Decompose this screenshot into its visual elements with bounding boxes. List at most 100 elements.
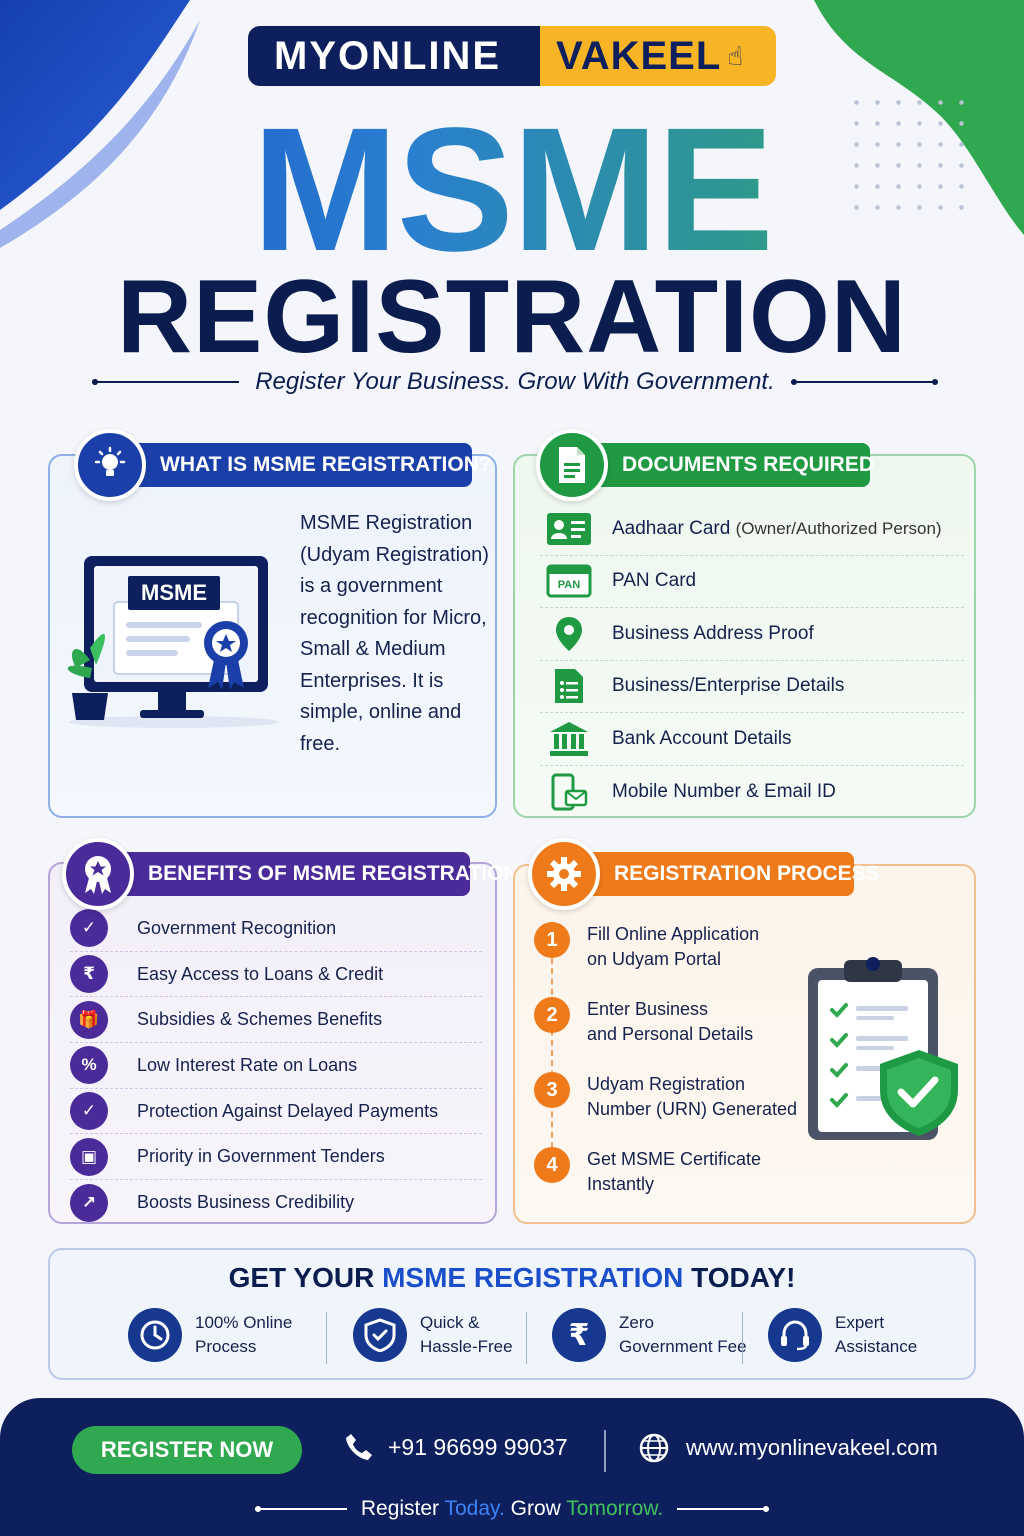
list-item: ✓Protection Against Delayed Payments	[70, 1089, 482, 1135]
step-number: 3	[534, 1072, 570, 1108]
document-label: Business/Enterprise Details	[612, 675, 845, 697]
phone-contact[interactable]: +91 96699 99037	[344, 1432, 568, 1462]
shield-check-icon	[353, 1308, 407, 1362]
clipboard-checklist-icon	[808, 957, 958, 1140]
bank-icon	[540, 721, 598, 757]
step-line2: and Personal Details	[587, 1024, 754, 1044]
feature-line1: Expert	[835, 1313, 885, 1332]
phone-icon	[346, 1434, 372, 1460]
slogan-divider-right	[677, 1506, 770, 1512]
what-is-heading: WHAT IS MSME REGISTRATION?	[122, 443, 492, 487]
hero-title-msme: MSME	[0, 100, 1024, 280]
list-item: Aadhaar Card (Owner/Authorized Person)	[540, 503, 964, 556]
benefits-heading: BENEFITS OF MSME REGISTRATION	[110, 852, 519, 896]
step-line2: Instantly	[587, 1174, 655, 1194]
briefcase-icon: ▣	[70, 1137, 108, 1176]
feature-divider	[742, 1312, 743, 1364]
percent-icon: %	[70, 1046, 108, 1085]
benefits-header: BENEFITS OF MSME REGISTRATION	[62, 838, 519, 910]
globe-icon	[639, 1433, 669, 1463]
document-label: Aadhaar Card (Owner/Authorized Person)	[612, 518, 942, 540]
slogan-divider-left	[254, 1506, 347, 1512]
id-card-icon	[540, 512, 598, 546]
shield-check-icon: ✓	[70, 909, 108, 948]
process-heading: REGISTRATION PROCESS	[576, 852, 880, 896]
list-item: ▣Priority in Government Tenders	[70, 1134, 482, 1181]
feature-divider	[326, 1312, 327, 1364]
step-number: 4	[534, 1147, 570, 1183]
brand-logo-part1: MYONLINE	[248, 26, 540, 86]
document-label: Mobile Number & Email ID	[612, 780, 836, 802]
feature-line1: Quick &	[420, 1313, 480, 1332]
document-note: (Owner/Authorized Person)	[735, 518, 942, 538]
growth-chart-icon: ↗	[70, 1183, 108, 1222]
list-item: ↗ Boosts Business Credibility	[70, 1180, 482, 1226]
pan-card-icon: PAN	[540, 564, 598, 598]
list-item: ₹ Easy Access to Loans & Credit	[70, 952, 482, 998]
step-number: 1	[534, 922, 570, 958]
documents-header: DOCUMENTS REQUIRED	[536, 429, 874, 501]
document-list-icon	[540, 667, 598, 705]
slogan-part: Register	[360, 1497, 445, 1520]
benefit-label: Boosts Business Credibility	[137, 1192, 355, 1213]
what-is-description: MSME Registration (Udyam Registration) i…	[300, 512, 489, 755]
gear-icon	[528, 838, 600, 910]
document-label-text: Aadhaar Card	[612, 517, 731, 539]
feature-line1: Zero	[619, 1313, 654, 1332]
slogan-text: Register Today. Grow Tomorrow.	[361, 1497, 663, 1521]
benefit-label: Subsidies & Schemes Benefits	[137, 1009, 383, 1030]
list-item: Bank Account Details	[540, 713, 964, 766]
website-url: www.myonlinevakeel.com	[686, 1435, 938, 1460]
rupee-icon: ₹	[552, 1308, 606, 1362]
register-now-button[interactable]: REGISTER NOW	[72, 1426, 302, 1474]
slogan-part-green: Tomorrow.	[566, 1497, 664, 1520]
cta-title: GET YOUR MSME REGISTRATION TODAY!	[50, 1262, 974, 1294]
list-item: ✓Government Recognition	[70, 906, 482, 952]
feature-line2: Government Fee	[619, 1337, 747, 1356]
feature-text: Quick &Hassle-Free	[420, 1311, 513, 1359]
feature-quick: Quick &Hassle-Free	[353, 1308, 513, 1362]
award-badge-icon	[62, 838, 134, 910]
feature-line1: 100% Online	[195, 1313, 293, 1332]
website-link[interactable]: www.myonlinevakeel.com	[638, 1432, 938, 1464]
shield-icon: ✓	[70, 1092, 108, 1131]
list-item: Business/Enterprise Details	[540, 661, 964, 713]
step-line1: Udyam Registration	[587, 1074, 746, 1094]
computer-screen-label: MSME	[128, 576, 220, 610]
clock-icon	[128, 1308, 182, 1362]
tagline-divider-left	[92, 379, 240, 385]
dot-pattern	[846, 92, 976, 222]
benefits-list: ✓Government Recognition ₹ Easy Access to …	[70, 906, 482, 1226]
list-item: %Low Interest Rate on Loans	[70, 1043, 482, 1089]
list-item: Mobile Number & Email ID	[540, 766, 964, 819]
brand-logo-part2-text: VAKEEL	[556, 33, 722, 78]
step-line1: Get MSME Certificate	[587, 1149, 762, 1169]
hero-tagline: Register Your Business. Grow With Govern…	[92, 366, 939, 398]
gift-icon: 🎁	[70, 1000, 108, 1039]
documents-heading: DOCUMENTS REQUIRED	[584, 443, 874, 487]
rupee-hand-icon: ₹	[70, 955, 108, 994]
document-icon	[536, 429, 608, 501]
footer-slogan: Register Today. Grow Tomorrow.	[224, 1494, 800, 1524]
cta-panel: GET YOUR MSME REGISTRATION TODAY! 100% O…	[48, 1248, 976, 1380]
step-line1: Fill Online Application	[587, 924, 760, 944]
corner-wave-right	[814, 0, 1024, 235]
documents-list: Aadhaar Card (Owner/Authorized Person) P…	[540, 503, 964, 818]
document-label: Bank Account Details	[612, 727, 792, 749]
lightbulb-icon	[74, 429, 146, 501]
pointer-hand-icon: ☝	[727, 40, 745, 71]
step-line1: Enter Business	[587, 999, 709, 1019]
cta-title-post: TODAY!	[683, 1262, 796, 1293]
step-line2: on Udyam Portal	[587, 949, 722, 969]
location-pin-icon	[540, 616, 598, 652]
benefit-label: Easy Access to Loans & Credit	[137, 963, 384, 984]
document-label: PAN Card	[612, 570, 697, 592]
